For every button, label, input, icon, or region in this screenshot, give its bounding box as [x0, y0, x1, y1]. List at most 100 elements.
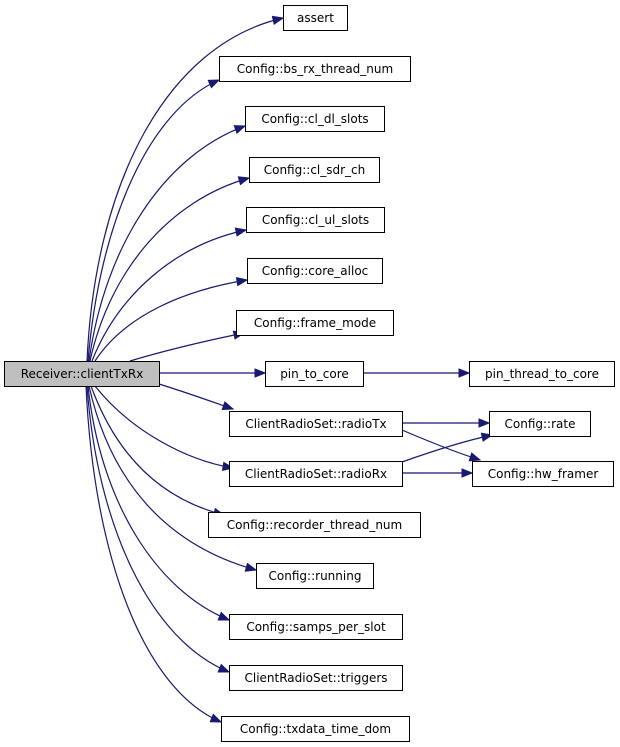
node-box	[472, 461, 614, 487]
node-box	[219, 56, 411, 82]
node-txdata-time-dom[interactable]: Config::txdata_time_dom	[221, 716, 410, 742]
node-label: Config::samps_per_slot	[246, 620, 386, 634]
node-label: Config::running	[269, 569, 362, 583]
edge-line	[401, 429, 481, 461]
edge-root-to-txdata_time_dom	[85, 385, 223, 723]
edge-line	[129, 332, 245, 362]
node-bs-rx-thread-num[interactable]: Config::bs_rx_thread_num	[219, 56, 411, 82]
edge-radioRx-to-hw_framer	[402, 468, 474, 478]
edge-arrowhead	[217, 611, 231, 621]
node-label: Config::core_alloc	[262, 264, 369, 278]
edge-pin_to_core-to-pin_thread_to_core	[363, 368, 471, 378]
edge-arrowhead	[209, 713, 223, 723]
edge-arrowhead	[235, 276, 249, 287]
node-core-alloc[interactable]: Config::core_alloc	[247, 258, 383, 284]
node-box	[221, 716, 410, 742]
edge-root-to-cl_sdr_ch	[89, 176, 251, 362]
node-label: ClientRadioSet::radioTx	[245, 417, 386, 431]
node-hw-framer[interactable]: Config::hw_framer	[472, 461, 614, 487]
node-box	[229, 614, 403, 640]
edge-root-to-bs_rx_thread_num	[87, 79, 221, 362]
node-pin-to-core[interactable]: pin_to_core	[265, 361, 364, 387]
edge-arrowhead	[207, 79, 221, 89]
edge-line	[86, 17, 284, 362]
edge-line	[87, 79, 220, 362]
node-label: pin_to_core	[280, 367, 349, 381]
edge-arrowhead	[478, 418, 491, 428]
edge-line	[85, 385, 222, 723]
node-box	[489, 411, 591, 437]
node-frame-mode[interactable]: Config::frame_mode	[236, 310, 394, 336]
node-box	[256, 563, 374, 589]
edge-root-to-cl_dl_slots	[88, 125, 247, 362]
edge-line	[158, 383, 234, 410]
edge-arrowhead	[461, 468, 474, 478]
edge-line	[94, 385, 234, 469]
node-assert[interactable]: assert	[283, 5, 348, 31]
node-label: Receiver::clientTxRx	[21, 367, 144, 381]
edge-root-to-samps_per_slot	[87, 385, 231, 621]
node-samps-per-slot[interactable]: Config::samps_per_slot	[229, 614, 403, 640]
node-radioTx[interactable]: ClientRadioSet::radioTx	[229, 411, 403, 437]
edge-root-to-triggers	[86, 385, 231, 673]
node-box	[246, 207, 385, 233]
edge-root-to-assert	[86, 15, 285, 362]
node-box	[469, 361, 615, 387]
node-box	[247, 258, 383, 284]
node-rate[interactable]: Config::rate	[489, 411, 591, 437]
edge-root-to-core_alloc	[94, 276, 249, 362]
edge-line	[86, 385, 230, 673]
node-label: Config::recorder_thread_num	[227, 518, 402, 532]
node-label: Config::bs_rx_thread_num	[237, 62, 393, 76]
node-label: pin_thread_to_core	[485, 367, 599, 381]
edge-radioRx-to-rate	[401, 432, 494, 463]
edge-root-to-pin_to_core	[159, 368, 267, 378]
node-cl-ul-slots[interactable]: Config::cl_ul_slots	[246, 207, 385, 233]
edge-root-to-cl_ul_slots	[91, 227, 248, 362]
edge-root-to-radioTx	[158, 383, 235, 411]
node-box	[4, 361, 160, 387]
node-triggers[interactable]: ClientRadioSet::triggers	[229, 665, 403, 691]
node-radioRx[interactable]: ClientRadioSet::radioRx	[229, 461, 403, 487]
node-label: Config::hw_framer	[488, 467, 599, 481]
node-label: Config::cl_dl_slots	[261, 112, 368, 126]
call-edges	[85, 15, 494, 723]
node-label: Config::frame_mode	[254, 316, 376, 330]
node-pin-thread-to-core[interactable]: pin_thread_to_core	[469, 361, 615, 387]
node-label: Config::cl_ul_slots	[262, 213, 369, 227]
edge-root-to-radioRx	[94, 385, 235, 471]
edge-radioTx-to-hw_framer	[401, 429, 482, 462]
edge-arrowhead	[217, 663, 231, 673]
node-cl-sdr-ch[interactable]: Config::cl_sdr_ch	[249, 157, 380, 183]
call-nodes: Receiver::clientTxRx assertConfig::bs_rx_…	[4, 5, 615, 742]
edge-arrowhead	[234, 227, 248, 237]
node-box	[265, 361, 364, 387]
edge-radioTx-to-rate	[402, 418, 491, 428]
edge-line	[88, 125, 246, 362]
node-label: assert	[297, 11, 334, 25]
edge-line	[87, 385, 230, 621]
edge-arrowhead	[244, 562, 258, 572]
node-recorder-thread-num[interactable]: Config::recorder_thread_num	[208, 512, 421, 538]
edge-line	[91, 229, 247, 362]
node-box	[208, 512, 421, 538]
node-box	[245, 106, 385, 132]
node-label: Config::cl_sdr_ch	[264, 163, 366, 177]
node-box	[283, 5, 348, 31]
node-label: ClientRadioSet::triggers	[244, 671, 387, 685]
node-box	[229, 461, 403, 487]
node-running[interactable]: Config::running	[256, 563, 374, 589]
edge-arrowhead	[458, 368, 471, 378]
edge-arrowhead	[237, 176, 251, 186]
edge-line	[90, 385, 225, 516]
node-label: Config::txdata_time_dom	[240, 722, 391, 736]
root-node: Receiver::clientTxRx	[4, 361, 160, 387]
edge-line	[89, 177, 250, 362]
edge-root-to-frame_mode	[129, 330, 246, 362]
node-cl-dl-slots[interactable]: Config::cl_dl_slots	[245, 106, 385, 132]
node-box	[229, 411, 403, 437]
edge-arrowhead	[254, 368, 267, 378]
edge-root-to-running	[88, 385, 258, 572]
node-box	[236, 310, 394, 336]
edge-arrowhead	[271, 15, 285, 25]
